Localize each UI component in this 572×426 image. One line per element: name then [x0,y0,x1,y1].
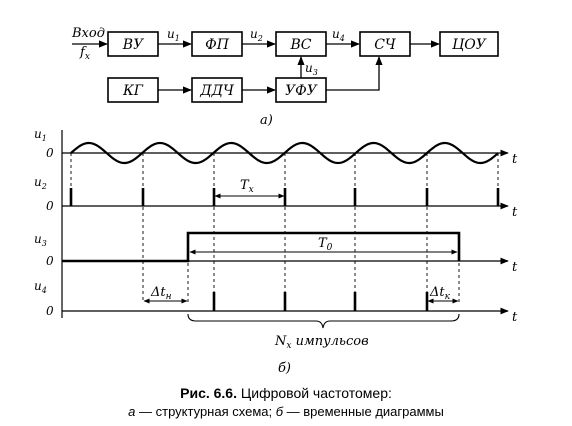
svg-text:ЦОУ: ЦОУ [452,37,487,53]
pulses-u4 [212,292,429,311]
block-ddch: ДДЧ [191,77,243,103]
svg-text:СЧ: СЧ [374,37,397,53]
input-label: Вход [71,26,105,41]
signal-u4-label: u4 [332,27,345,43]
svg-text:ФП: ФП [205,37,230,53]
figure-caption-subtitle: а — структурная схема; б — временные диа… [128,404,444,419]
block-kg: КГ [107,77,159,103]
svg-text:ДДЧ: ДДЧ [199,83,235,99]
gate-pulse-u3 [62,231,461,263]
input-fx-label: fx [79,45,90,62]
block-sch: СЧ [359,31,411,57]
signal-u3-label: u3 [305,61,318,77]
nx-label: Nx импульсов [274,334,369,351]
signal-u1-label: u1 [167,27,180,43]
block-tsou: ЦОУ [439,31,499,57]
zero-label-u3: 0 [46,254,54,268]
t-label-u2: t [512,205,518,220]
block-fp: ФП [191,31,243,57]
signal-u2-label: u2 [250,27,263,43]
channel-u4-label: u4 [34,279,47,295]
svg-text:УФУ: УФУ [285,83,318,99]
t-label-u3: t [512,260,518,275]
channel-u1-label: u1 [34,127,47,143]
svg-text:ВС: ВС [290,37,312,53]
delta-tk-label: Δtк [429,285,451,302]
svg-text:КГ: КГ [122,83,144,99]
zero-label-u4: 0 [46,304,54,318]
part-b-label: б) [278,361,291,376]
channel-u2-label: u2 [34,175,47,191]
pulses-u2 [69,188,500,206]
arrow-ufu-sch [326,56,383,91]
channel-u3-label: u3 [34,232,47,248]
nx-brace [187,313,460,329]
svg-text:ВУ: ВУ [122,37,144,53]
timing-diagrams: u1 u2 u3 u4 0 0 0 0 t t t t [34,127,518,376]
delta-tn-label: Δtн [150,285,172,302]
zero-label-u1: 0 [46,146,54,160]
t-label-u4: t [512,310,518,325]
block-ufu: УФУ [275,77,327,103]
part-a-label: а) [260,113,273,128]
block-vs: ВС [275,31,327,57]
to-label: T0 [318,236,333,253]
tx-label: Tx [240,178,254,195]
block-diagram: Вход fx ВУ u1 ФП u2 ВС u4 СЧ ЦОУ [71,26,499,128]
zero-label-u2: 0 [46,199,54,213]
figure-caption-title: Рис. 6.6. Цифровой частотомер: [180,385,392,401]
t-label-u1: t [512,152,518,167]
block-vu: ВУ [107,31,159,57]
